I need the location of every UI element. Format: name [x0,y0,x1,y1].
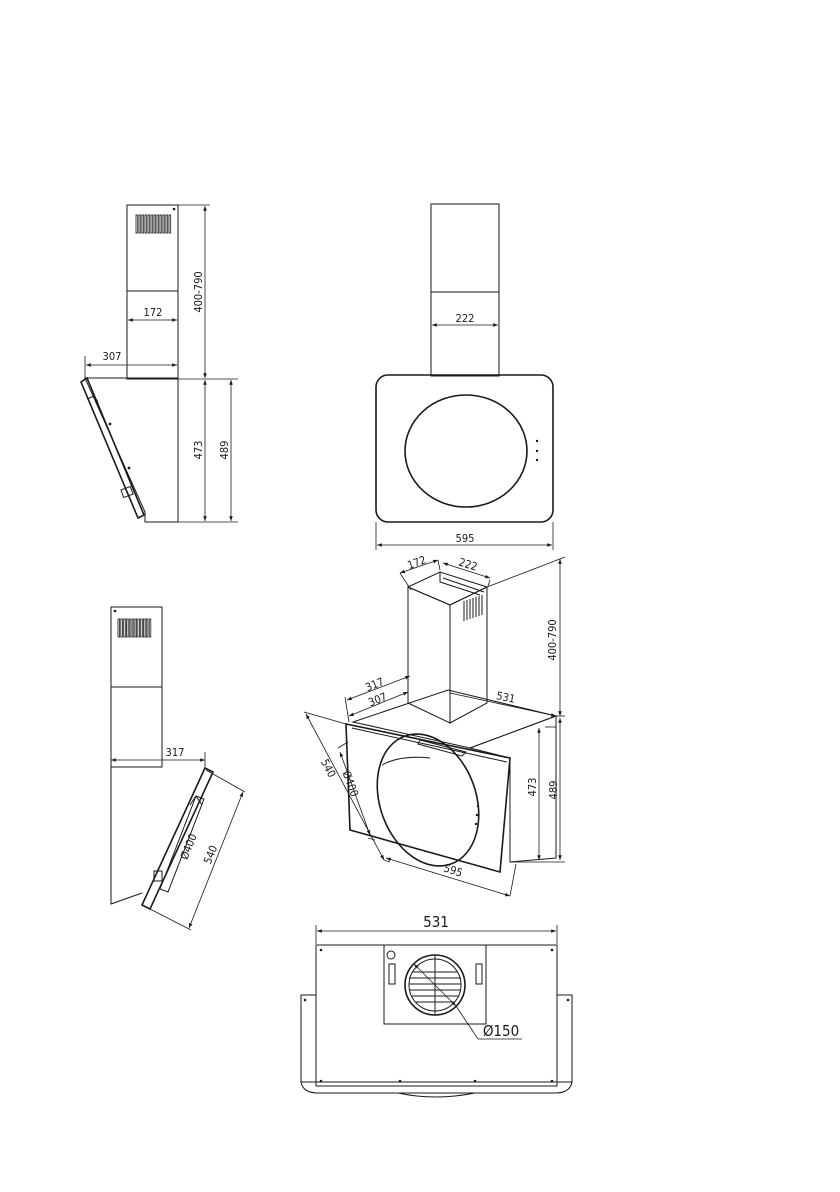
side-total-height-label: 489 [218,441,231,460]
vent-slot [138,619,140,637]
front-width-label: 595 [456,532,475,545]
vent-slot [160,215,162,233]
front-chimney-width-label: 222 [456,312,475,325]
vent-slot [169,215,171,233]
side-glass-panel [81,378,144,518]
side-body-height-label: 473 [192,441,205,460]
iso-body-height-label: 473 [526,778,539,797]
vent-slot [148,215,150,233]
iso-circle-diameter-label: Ø400 [340,769,361,799]
iso-vent-slots [464,595,482,621]
side-vent-slots [136,215,172,233]
vent-slot [124,619,126,637]
side-view-2: 317 Ø400 540 [111,607,245,930]
side2-chimney-lower [111,687,162,767]
vent-slot [132,619,134,637]
side-canopy [85,378,178,522]
iso-circle [360,720,497,881]
side-view: 400-790 172 307 473 489 [81,205,238,522]
iso-total-height-label: 489 [547,781,560,800]
iso-chimney-height-label: 400-790 [546,619,559,660]
front-view: 222 595 [376,204,553,550]
top-view: 531 Ø150 [301,913,572,1097]
side2-depth-label: 317 [166,746,185,759]
vent-slot [146,619,148,637]
vent-slot [154,215,156,233]
vent-slot [129,619,131,637]
iso-view: 172 222 400-790 317 307 531 540 Ø400 473… [304,553,565,896]
iso-chimney-front [408,587,450,723]
iso-chimney-width-label: 222 [457,556,479,574]
vent-slot [121,619,123,637]
vent-slot [141,619,143,637]
iso-chimney-depth-label: 172 [406,553,428,572]
front-controls [536,440,538,461]
vent-slot [157,215,159,233]
vent-slot [163,215,165,233]
vent-slot [136,215,138,233]
vent-slot [142,215,144,233]
vent-slot [149,619,151,637]
front-circle [405,395,527,507]
side2-vent-slots [118,619,152,637]
iso-width-label: 595 [442,862,464,880]
vent-slot [139,215,141,233]
side2-circle-diameter-label: Ø400 [178,832,200,862]
top-outlet-diameter-label: Ø150 [483,1022,519,1040]
vent-slot [118,619,120,637]
side-chimney-depth-label: 172 [144,306,163,319]
iso-chimney-side [450,587,487,723]
vent-slot [127,619,129,637]
iso-canopy-side [470,716,556,862]
top-outer-body [301,945,572,1093]
front-chimney [431,204,499,376]
vent-slot [151,215,153,233]
vent-slot [135,619,137,637]
vent-slot [145,215,147,233]
side-chimney-height-label: 400-790 [192,271,205,312]
iso-glass-length-label: 540 [318,757,338,780]
vent-slot [144,619,146,637]
vent-slot [166,215,168,233]
side-canopy-depth-label: 307 [103,350,122,363]
iso-glass-panel [346,724,510,872]
top-width-label: 531 [423,913,449,931]
side2-glass-panel [142,768,213,909]
side2-glass-length-label: 540 [201,843,220,865]
